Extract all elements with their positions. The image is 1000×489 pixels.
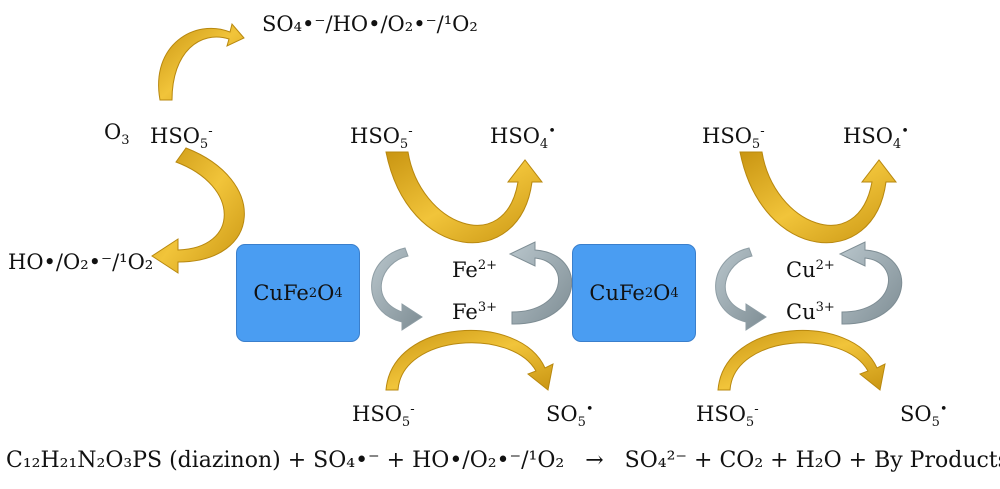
fe3-ion-label: Fe3+ — [452, 300, 498, 324]
overall-reaction-equation: C₁₂H₂₁N₂O₃PS (diazinon) + SO₄•⁻ + HO•/O₂… — [6, 448, 1000, 474]
fe2-ion-label: Fe2+ — [452, 258, 498, 282]
equation-plus: + — [386, 448, 406, 473]
equation-other-radicals: HO•/O₂•⁻/¹O₂ — [412, 448, 565, 473]
equation-plus: + — [694, 448, 713, 473]
fe-hso4-out-top: HSO4• — [490, 124, 556, 153]
cu-hso5-in-top: HSO5- — [702, 124, 765, 153]
fe-hso5-in-top: HSO5- — [350, 124, 413, 153]
cu-reduction-arrow — [715, 247, 767, 331]
fe-bottom-reduction-arrow — [385, 330, 554, 391]
cu-top-oxidation-arrow — [739, 151, 898, 244]
fe-top-oxidation-arrow — [385, 151, 544, 244]
cu-hso4-out-top: HSO4• — [843, 124, 909, 153]
fe-reduction-arrow — [371, 247, 423, 331]
ozone-decomposition-arrow — [151, 147, 245, 274]
equation-arrow: → — [585, 448, 604, 473]
cu-bottom-reduction-arrow — [717, 330, 886, 391]
radicals-top-label: SO₄•⁻/HO•/O₂•⁻/¹O₂ — [262, 12, 478, 36]
equation-reactant: C₁₂H₂₁N₂O₃PS (diazinon) — [6, 448, 281, 473]
cu3-ion-label: Cu3+ — [786, 300, 835, 324]
fe-regeneration-arrow — [508, 241, 573, 325]
equation-product-byproducts: By Products — [874, 448, 1000, 473]
cu-hso5-in-bottom: HSO5- — [696, 402, 759, 431]
equation-sulfate-radical: SO₄•⁻ — [313, 448, 380, 473]
cu2-ion-label: Cu2+ — [786, 258, 835, 282]
ozone-hso5-label: HSO5- — [150, 124, 213, 153]
cu-so5-out-bottom: SO5• — [900, 402, 948, 431]
ozone-activation-arrow — [158, 22, 245, 101]
equation-product-co2: CO₂ — [719, 448, 764, 473]
fe-so5-out-bottom: SO5• — [546, 402, 594, 431]
ozone-label: O3 — [104, 120, 130, 149]
cu-regeneration-arrow — [838, 241, 903, 325]
equation-plus: + — [287, 448, 307, 473]
radicals-left-label: HO•/O₂•⁻/¹O₂ — [8, 250, 154, 274]
fe-hso5-in-bottom: HSO5- — [352, 402, 415, 431]
equation-product-water: H₂O — [795, 448, 842, 473]
equation-plus: + — [848, 448, 868, 473]
equation-plus: + — [770, 448, 789, 473]
equation-product-sulfate: SO₄²⁻ — [624, 448, 688, 473]
